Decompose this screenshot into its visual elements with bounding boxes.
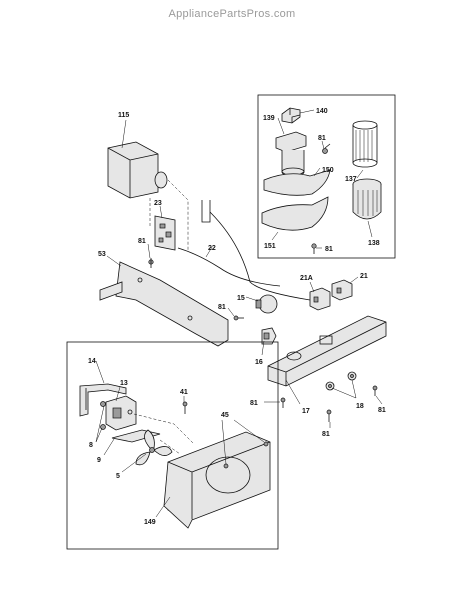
knob-right[interactable] <box>347 371 357 381</box>
filter-bracket[interactable] <box>263 169 331 196</box>
callout-149: 149 <box>144 519 156 526</box>
callout-81-board: 81 <box>138 238 146 245</box>
screw-motor[interactable] <box>182 401 188 414</box>
screw-housing-left[interactable] <box>280 397 286 408</box>
callout-81-housing-right: 81 <box>378 407 386 414</box>
grommet-upper[interactable] <box>100 401 106 407</box>
screw-board[interactable] <box>148 258 154 268</box>
filter-cartridge[interactable] <box>352 120 378 168</box>
switch-21a[interactable] <box>309 287 331 311</box>
callout-137: 137 <box>345 176 357 183</box>
callout-18: 18 <box>356 403 364 410</box>
callout-115: 115 <box>118 112 129 119</box>
callout-21a: 21A <box>300 275 313 282</box>
light-bulb[interactable] <box>255 294 278 314</box>
callout-53: 53 <box>98 251 106 258</box>
callout-140: 140 <box>316 108 328 115</box>
mounting-plate[interactable] <box>99 261 229 347</box>
filter-head[interactable] <box>275 131 307 177</box>
callout-81-housing-bottom: 81 <box>322 431 330 438</box>
filter-housing[interactable] <box>352 178 382 220</box>
control-housing[interactable] <box>107 141 168 199</box>
callout-81-housing-left: 81 <box>250 400 258 407</box>
alignment-line-115 <box>149 179 189 250</box>
callout-81-inset-upper: 81 <box>318 135 326 142</box>
callout-151: 151 <box>264 243 276 250</box>
watermark: AppliancePartsPros.com <box>168 8 295 20</box>
knob-left[interactable] <box>325 381 335 391</box>
callout-22: 22 <box>208 245 216 252</box>
leader-lines <box>95 109 383 518</box>
screw-shroud-left[interactable] <box>223 463 229 469</box>
callout-5: 5 <box>116 473 120 480</box>
callout-21: 21 <box>360 273 368 280</box>
callout-16: 16 <box>255 359 263 366</box>
callout-81-mid: 81 <box>218 304 226 311</box>
grommet-lower[interactable] <box>100 424 106 430</box>
screw-mid[interactable] <box>233 315 244 321</box>
screw-housing-right[interactable] <box>372 385 378 396</box>
callout-17: 17 <box>302 408 310 415</box>
screw-inset-upper[interactable] <box>322 143 331 154</box>
screw-inset-lower[interactable] <box>311 243 317 254</box>
callout-14: 14 <box>88 358 96 365</box>
fan-shroud[interactable] <box>163 431 271 529</box>
filter-cover[interactable] <box>261 196 329 231</box>
water-tube[interactable] <box>177 200 311 301</box>
switch-21[interactable] <box>331 279 353 301</box>
elbow-fitting[interactable] <box>281 107 301 124</box>
dispenser-housing[interactable] <box>267 315 387 387</box>
callout-8: 8 <box>89 442 93 449</box>
callout-23: 23 <box>154 200 162 207</box>
alignment-line-fan <box>133 413 195 455</box>
fan-motor[interactable] <box>105 395 137 431</box>
fan-bracket[interactable] <box>79 383 127 417</box>
callout-13: 13 <box>120 380 128 387</box>
inset-box-fan <box>66 341 279 550</box>
circuit-board[interactable] <box>154 215 176 251</box>
callout-139: 139 <box>263 115 275 122</box>
callout-9: 9 <box>97 457 101 464</box>
callout-45: 45 <box>221 412 229 419</box>
callout-81-inset-lower: 81 <box>325 246 333 253</box>
inset-box-filter <box>257 94 396 259</box>
screw-housing-bottom[interactable] <box>326 409 332 422</box>
callout-15: 15 <box>237 295 245 302</box>
screw-shroud-right[interactable] <box>263 441 269 447</box>
callout-41: 41 <box>180 389 188 396</box>
fan-blade[interactable] <box>135 429 173 466</box>
callout-138: 138 <box>368 240 380 247</box>
callout-150: 150 <box>322 167 334 174</box>
